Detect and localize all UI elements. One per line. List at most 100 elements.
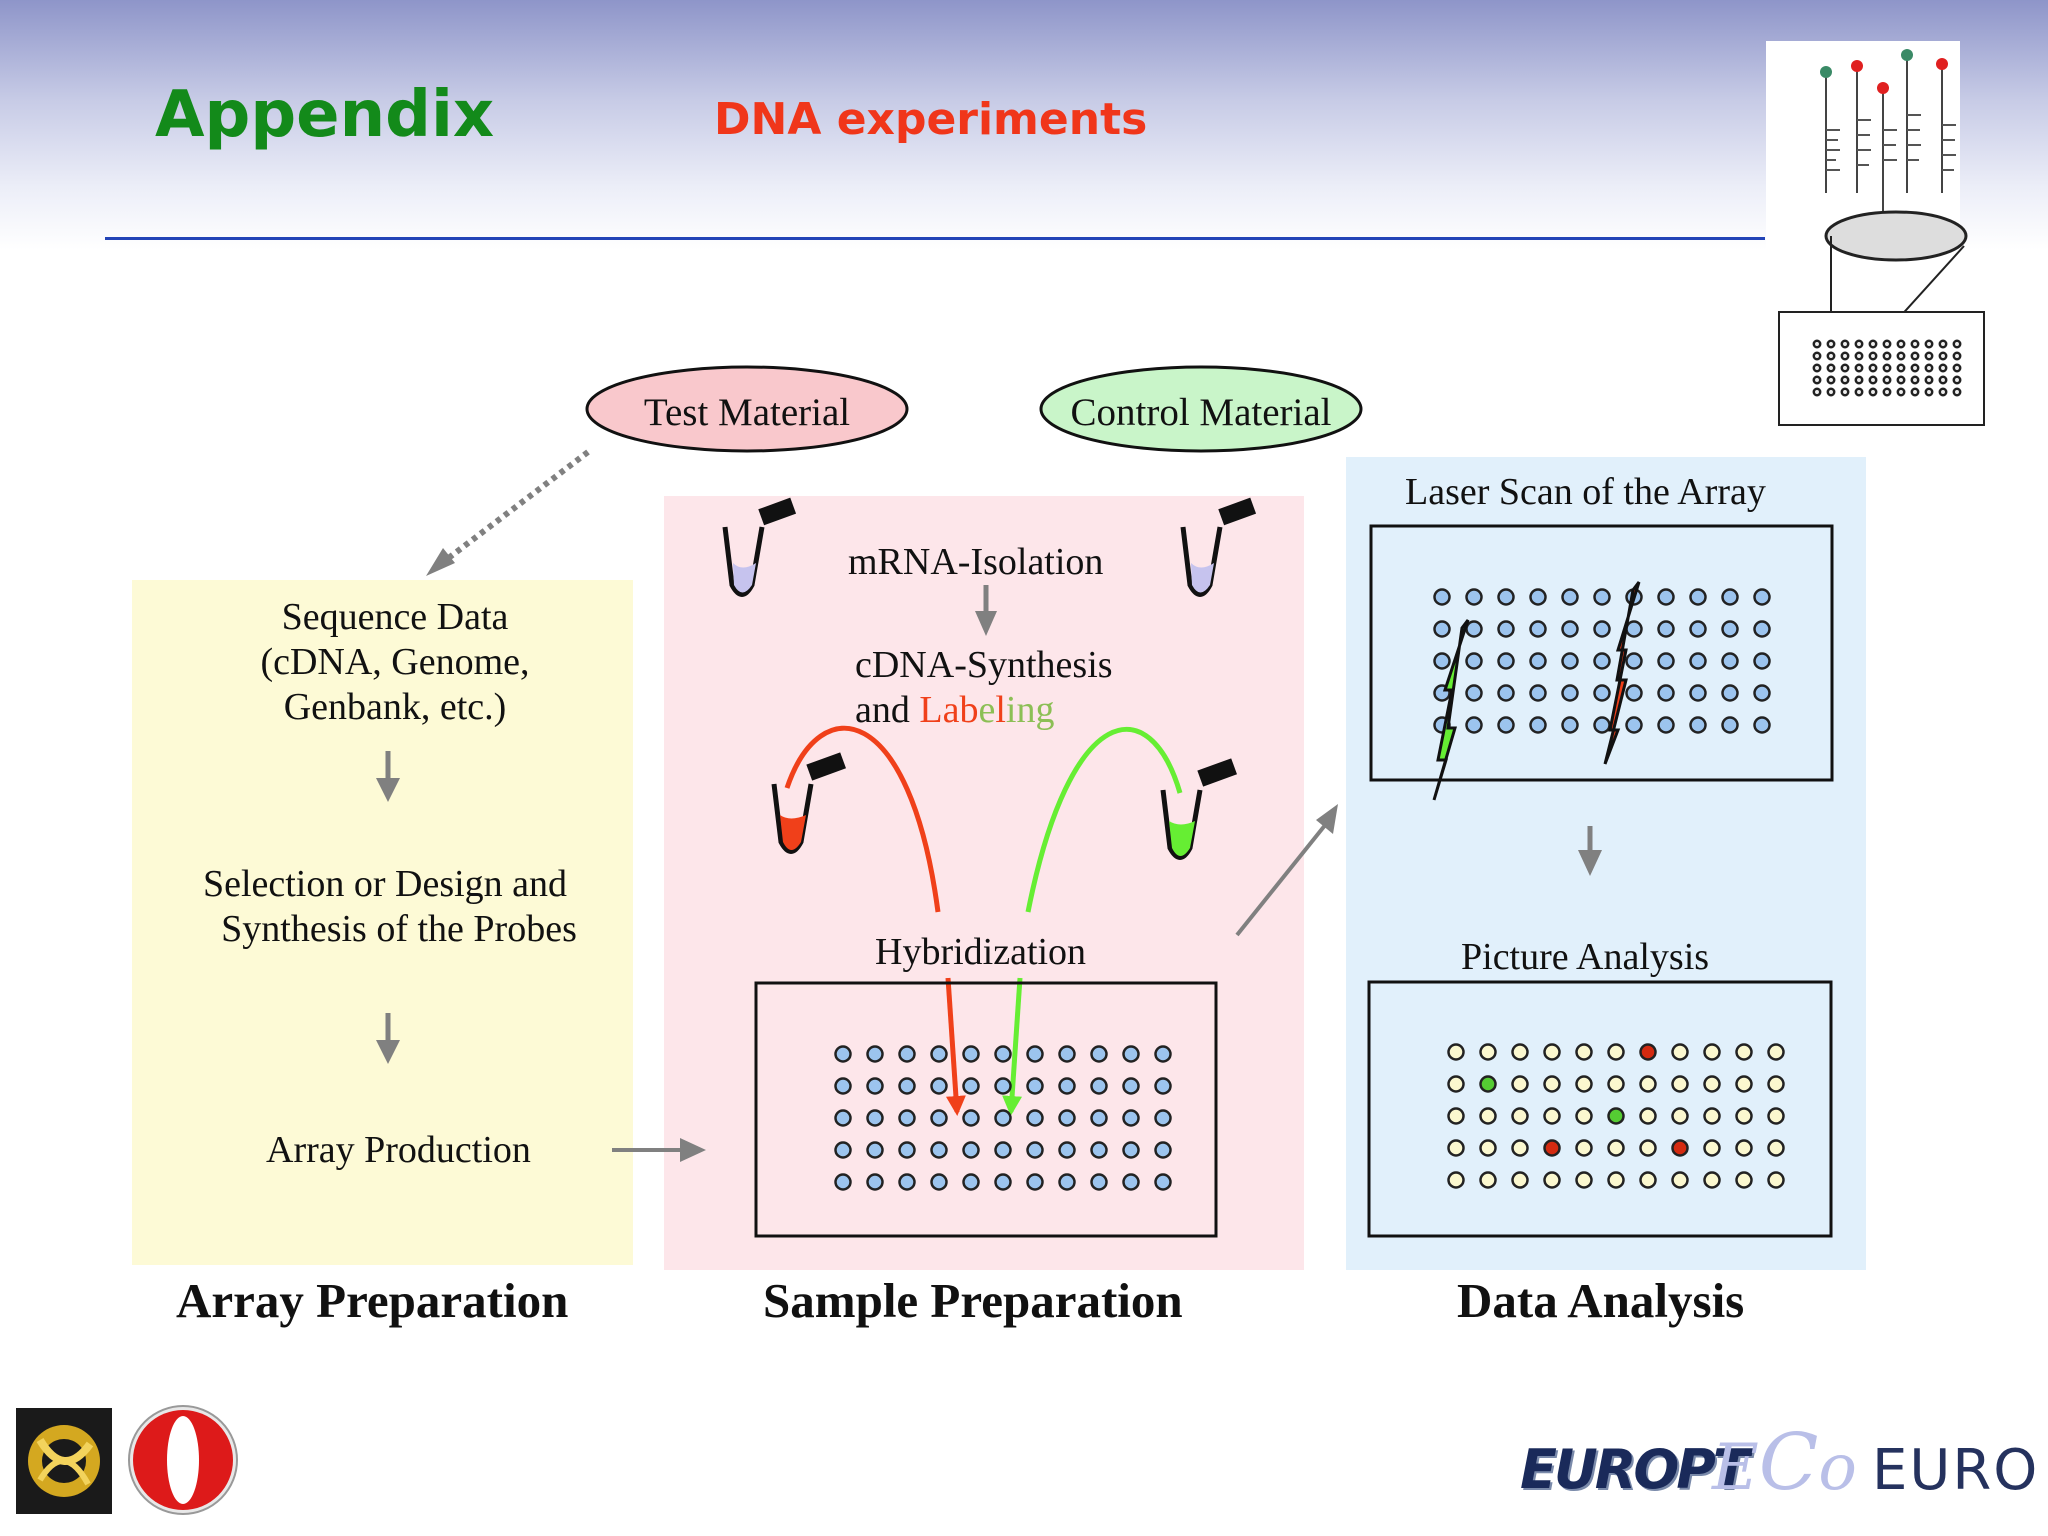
array-spot	[1840, 387, 1850, 397]
array-spot	[1703, 1043, 1721, 1061]
array-spot	[1575, 1139, 1593, 1157]
array-spot	[1753, 716, 1771, 734]
array-spot	[1511, 1139, 1529, 1157]
array-spot	[1607, 1171, 1625, 1189]
array-spot	[1511, 1043, 1529, 1061]
array-spot	[962, 1045, 980, 1063]
eco-logo: ECo	[1712, 1418, 1857, 1508]
array-spot	[1575, 1075, 1593, 1093]
array-spot	[962, 1141, 980, 1159]
array-spot	[1767, 1043, 1785, 1061]
control-material-label: Control Material	[1070, 391, 1332, 434]
array-spot	[1854, 351, 1864, 361]
array-spot	[1090, 1173, 1108, 1191]
array-spot	[1753, 588, 1771, 606]
array-spot	[1607, 1043, 1625, 1061]
right-arrow-icon	[612, 1138, 706, 1162]
array-spot	[1721, 716, 1739, 734]
array-spot	[1671, 1107, 1689, 1125]
array-spot	[1826, 339, 1836, 349]
array-spot	[1721, 652, 1739, 670]
array-spot	[1561, 620, 1579, 638]
array-spot	[1154, 1045, 1172, 1063]
europt-logo: EUROPT	[1520, 1438, 1750, 1501]
array-spot	[1924, 363, 1934, 373]
array-spot	[1753, 684, 1771, 702]
array-spot	[1122, 1109, 1140, 1127]
array-spot	[1154, 1077, 1172, 1095]
array-spot	[1479, 1107, 1497, 1125]
array-spot	[1767, 1075, 1785, 1093]
array-spot	[1625, 620, 1643, 638]
array-preparation-panel	[132, 580, 633, 1265]
picture-analysis-text: Picture Analysis	[1461, 936, 1710, 978]
eco-logo-c: C	[1758, 1418, 1819, 1508]
array-spot	[994, 1173, 1012, 1191]
array-spot	[1465, 684, 1483, 702]
labeling-letter: g	[1035, 689, 1055, 731]
array-spot	[1689, 588, 1707, 606]
eco-logo-o: o	[1818, 1431, 1857, 1505]
array-spot	[1812, 351, 1822, 361]
array-spot	[1910, 339, 1920, 349]
array-spot	[1447, 1107, 1465, 1125]
labeling-letter: i	[1005, 689, 1017, 731]
array-spot	[994, 1141, 1012, 1159]
array-spot	[1896, 351, 1906, 361]
array-spot	[1826, 387, 1836, 397]
array-spot	[1561, 652, 1579, 670]
array-spot	[962, 1109, 980, 1127]
test-material-label: Test Material	[643, 391, 851, 434]
array-spot	[1447, 1139, 1465, 1157]
hybridization-spot-grid	[834, 1045, 1172, 1191]
array-spot	[1896, 363, 1906, 373]
array-spot	[1854, 387, 1864, 397]
control-material-ellipse	[1039, 365, 1363, 453]
array-spot	[1058, 1109, 1076, 1127]
array-spot	[1721, 684, 1739, 702]
mini-array-grid	[1812, 339, 1962, 397]
sample-preparation-label: Sample Preparation	[763, 1273, 1183, 1328]
array-spot	[1854, 339, 1864, 349]
probe-design-text: Selection or Design and Synthesis of the…	[165, 862, 605, 952]
array-spot	[1882, 363, 1892, 373]
array-spot	[1896, 339, 1906, 349]
array-spot	[1026, 1045, 1044, 1063]
cdna-synthesis-text: cDNA-Synthesis and Labeling	[855, 643, 1113, 733]
array-spot	[1026, 1077, 1044, 1095]
array-spot	[1497, 652, 1515, 670]
array-spot	[1689, 652, 1707, 670]
picture-analysis-array	[1367, 980, 1833, 1238]
array-spot	[1543, 1075, 1561, 1093]
array-spot	[1479, 1043, 1497, 1061]
array-spot	[1753, 652, 1771, 670]
array-spot	[1657, 684, 1675, 702]
header-band	[0, 0, 2048, 250]
array-spot	[1447, 1075, 1465, 1093]
array-spot	[1689, 684, 1707, 702]
array-spot	[1924, 351, 1934, 361]
array-spot	[898, 1109, 916, 1127]
array-spot	[1952, 375, 1962, 385]
labeling-letter: a	[942, 689, 960, 731]
array-spot	[1657, 588, 1675, 606]
array-spot	[1593, 620, 1611, 638]
array-spot	[1671, 1075, 1689, 1093]
array-spot	[1575, 1043, 1593, 1061]
array-spot	[1812, 363, 1822, 373]
array-spot	[866, 1045, 884, 1063]
red-labeled-tube-icon	[771, 752, 846, 854]
array-spot	[1812, 375, 1822, 385]
test-material-ellipse	[585, 365, 909, 453]
array-spot	[1703, 1107, 1721, 1125]
array-spot	[1657, 620, 1675, 638]
array-spot	[1561, 588, 1579, 606]
green-dye-drop	[1002, 977, 1023, 1116]
array-spot	[1938, 387, 1948, 397]
array-spot	[1689, 716, 1707, 734]
array-spot	[1882, 339, 1892, 349]
array-spot	[1910, 375, 1920, 385]
down-arrow-icon	[376, 1013, 400, 1064]
array-spot	[1511, 1171, 1529, 1189]
